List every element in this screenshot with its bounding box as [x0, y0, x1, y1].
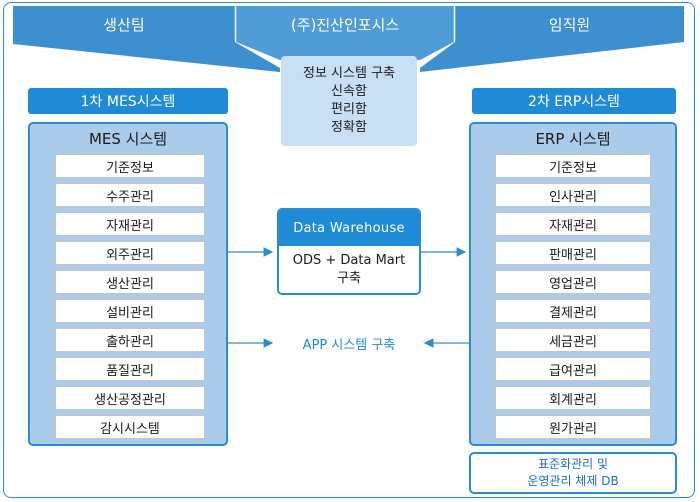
erp-item: 기준정보	[495, 154, 651, 178]
erp-item: 원가관리	[495, 415, 651, 439]
mes-item: 감시시스템	[55, 415, 205, 439]
standard-db-line2: 운영관리 체제 DB	[527, 474, 619, 488]
mes-item: 생산공정관리	[55, 386, 205, 410]
mes-item: 품질관리	[55, 357, 205, 381]
header-company-name: (주)진산인포시스	[290, 15, 400, 34]
standard-db-box: 표준화관리 및 운영관리 체제 DB	[469, 452, 677, 494]
erp-phase-bar: 2차 ERP시스템	[472, 88, 676, 114]
erp-item: 영업관리	[495, 270, 651, 294]
erp-item: 결제관리	[495, 299, 651, 323]
goal-line: 정확함	[331, 120, 367, 135]
erp-item: 급여관리	[495, 357, 651, 381]
erp-panel-title: ERP 시스템	[535, 130, 611, 148]
mes-panel-title: MES 시스템	[88, 130, 168, 148]
header-production-team: 생산팀	[103, 15, 145, 34]
mes-item: 기준정보	[55, 154, 205, 178]
mes-item: 외주관리	[55, 241, 205, 265]
data-warehouse-body: ODS + Data Mart 구축	[279, 246, 419, 293]
data-warehouse-body-line1: ODS + Data Mart	[292, 252, 406, 268]
header-funnel-right	[420, 6, 684, 72]
data-warehouse-title: Data Warehouse	[279, 210, 419, 246]
diagram-frame	[3, 2, 695, 498]
header-funnel-left-tail	[13, 42, 280, 72]
header-funnel-center	[236, 6, 454, 60]
header-employees: 임직원	[548, 15, 591, 34]
goal-line: 신속함	[331, 84, 367, 99]
standard-db-line1: 표준화관리 및	[537, 457, 609, 471]
app-system-label: APP 시스템 구축	[302, 338, 396, 353]
erp-item: 판매관리	[495, 241, 651, 265]
mes-item: 자재관리	[55, 212, 205, 236]
erp-item: 자재관리	[495, 212, 651, 236]
mes-item: 생산관리	[55, 270, 205, 294]
mes-item: 수주관리	[55, 183, 205, 207]
mes-item: 출하관리	[55, 328, 205, 352]
goal-line: 정보 시스템 구축	[303, 66, 395, 81]
erp-item: 세금관리	[495, 328, 651, 352]
mes-item: 설비관리	[55, 299, 205, 323]
goal-line: 편리함	[331, 102, 367, 117]
data-warehouse-body-line2: 구축	[337, 270, 361, 286]
header-funnel-left	[13, 6, 280, 72]
erp-item: 회계관리	[495, 386, 651, 410]
data-warehouse-box: Data Warehouse ODS + Data Mart 구축	[277, 208, 421, 295]
goals-box: 정보 시스템 구축 신속함 편리함 정확함	[281, 56, 417, 146]
mes-phase-bar: 1차 MES시스템	[28, 88, 228, 114]
erp-item: 인사관리	[495, 183, 651, 207]
